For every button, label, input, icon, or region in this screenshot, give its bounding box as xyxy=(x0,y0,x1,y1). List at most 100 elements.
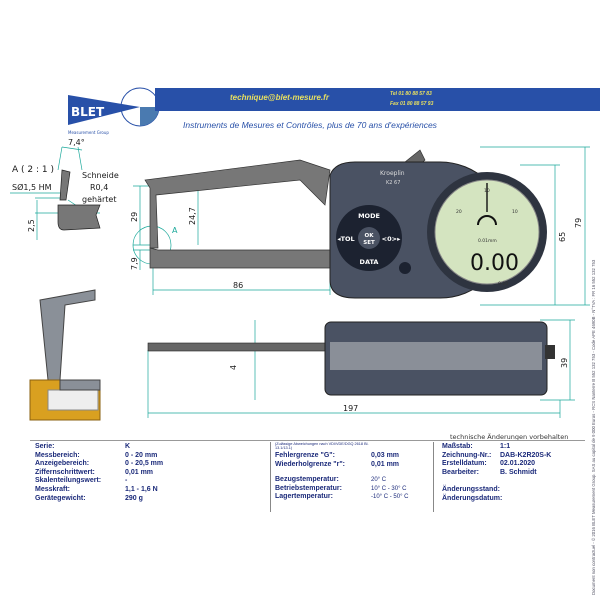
row-label: Zeichnung-Nr.: xyxy=(442,451,492,459)
table-row: Lagertemperatur: -10° C - 50° C xyxy=(275,493,408,502)
technical-drawing: 7,4° A ( 2 : 1 ) SØ1,5 HM Schneide R0,4 … xyxy=(10,138,590,421)
table-row: Wiederholgrenze "r": 0,01 mm xyxy=(275,461,399,470)
table-row: Änderungsdatum: xyxy=(442,494,503,504)
table-row: Betriebstemperatur: 10° C - 30° C xyxy=(275,485,408,494)
svg-text:197: 197 xyxy=(343,404,358,413)
svg-text:10: 10 xyxy=(512,209,518,215)
row-value: 1,1 - 1,6 N xyxy=(125,485,158,493)
table-row: Fehlergrenze "G": 0,03 mm xyxy=(275,452,399,461)
legal-vertical-text: Document non contractuel - © 2016 BLET M… xyxy=(591,259,596,595)
zero-button[interactable]: <0>▸ xyxy=(382,235,401,243)
svg-text:R0,4: R0,4 xyxy=(90,183,108,192)
row-label: Serie: xyxy=(35,443,55,450)
row-label: Fehlergrenze "G": xyxy=(275,452,335,459)
email-link[interactable]: technique@blet-mesure.fr xyxy=(230,93,329,102)
norm-note: (Zulässige Abweichungen nach VDI/VDE/DGQ… xyxy=(275,442,369,450)
svg-text:29: 29 xyxy=(130,212,139,222)
row-value: 20° C xyxy=(371,477,387,483)
table-row: Anzeigebereich: 0 - 20,5 mm xyxy=(35,460,163,469)
table-row: Zeichnung-Nr.: DAB-K2R20S-K xyxy=(442,452,551,461)
row-label: Maßstab: xyxy=(442,443,473,450)
svg-text:SET: SET xyxy=(363,240,375,246)
svg-text:4: 4 xyxy=(229,365,238,370)
row-value: 1:1 xyxy=(500,443,511,450)
table-row: Messbereich:0 - 20 mm xyxy=(35,452,163,461)
row-label: Wiederholgrenze "r": xyxy=(275,460,345,468)
table-row: Ziffernschrittwert: 0,01 mm xyxy=(35,469,163,478)
svg-text:0.01mm: 0.01mm xyxy=(478,238,497,244)
row-label: Bearbeiter: xyxy=(442,468,479,476)
table-row: Serie: K xyxy=(35,443,163,452)
svg-text:10: 10 xyxy=(484,188,490,194)
svg-text:0-20: 0-20 xyxy=(498,281,508,287)
row-value: 290 g xyxy=(125,494,143,502)
row-label: Lagertemperatur: xyxy=(275,493,333,501)
svg-text:24,7: 24,7 xyxy=(188,207,197,225)
row-label: Betriebstemperatur: xyxy=(275,484,342,492)
row-label: Skalenteilungswert: xyxy=(35,477,102,485)
row-value: DAB-K2R20S-K xyxy=(500,451,552,459)
row-label: Änderungsdatum: xyxy=(442,494,503,502)
row-value: 0,01 mm xyxy=(371,460,400,468)
revision-note: technische Änderungen vorbehalten xyxy=(450,433,569,441)
tagline: Instruments de Mesures et Contrôles, plu… xyxy=(183,120,437,130)
row-label: Änderungsstand: xyxy=(442,486,500,493)
svg-text:2,5: 2,5 xyxy=(27,219,36,232)
row-value: K xyxy=(125,443,131,450)
row-label: Gerätegewicht: xyxy=(35,494,86,502)
row-label: Ziffernschrittwert: xyxy=(35,468,95,476)
row-label: Bezugstemperatur: xyxy=(275,476,339,483)
svg-text:86: 86 xyxy=(233,281,243,290)
row-value: 0 - 20 mm xyxy=(125,451,158,459)
row-value: - xyxy=(125,477,128,485)
svg-text:39: 39 xyxy=(560,358,569,368)
svg-text:A: A xyxy=(172,226,178,235)
row-label: Messkraft: xyxy=(35,485,71,493)
spec-table-2b: Bezugstemperatur: 20° C Betriebstemperatur… xyxy=(275,476,408,502)
svg-text:65: 65 xyxy=(558,232,567,242)
row-value: 0,03 mm xyxy=(371,452,400,459)
svg-text:Measurement Group: Measurement Group xyxy=(68,130,109,135)
row-label: Anzeigebereich: xyxy=(35,460,90,468)
svg-text:gehärtet: gehärtet xyxy=(82,195,116,204)
table-row: Skalenteilungswert: - xyxy=(35,477,163,486)
spec-table-2: Fehlergrenze "G": 0,03 mm Wiederholgrenze … xyxy=(275,452,399,469)
blet-logo: BLET Measurement Group xyxy=(68,87,160,135)
row-label: Erstelldatum: xyxy=(442,460,487,468)
svg-text:SØ1,5 HM: SØ1,5 HM xyxy=(12,182,52,192)
svg-text:20: 20 xyxy=(456,209,462,215)
table-row: Gerätegewicht: 290 g xyxy=(35,495,163,504)
row-value: 0 - 20,5 mm xyxy=(125,460,164,468)
phone-text: Tel 01 80 88 57 83 xyxy=(390,91,432,97)
svg-text:Kroeplin: Kroeplin xyxy=(380,170,405,177)
tol-button[interactable]: ◂TOL xyxy=(337,235,354,243)
row-value: 0,01 mm xyxy=(125,468,154,476)
ok-set-button[interactable]: OK xyxy=(365,233,375,239)
mode-button[interactable]: MODE xyxy=(358,212,380,220)
row-value: -10° C - 50° C xyxy=(371,494,409,501)
row-value: 10° C - 30° C xyxy=(371,485,407,492)
row-value: B. Schmidt xyxy=(500,468,537,476)
svg-text:A ( 2 : 1 ): A ( 2 : 1 ) xyxy=(12,165,54,175)
table-row: Erstelldatum: 02.01.2020 xyxy=(442,460,551,469)
table-row: Bezugstemperatur: 20° C xyxy=(275,476,408,485)
table-row: Bearbeiter: B. Schmidt xyxy=(442,469,551,478)
table-rule xyxy=(30,440,585,441)
power-button[interactable] xyxy=(399,262,411,274)
header-bar: technique@blet-mesure.fr Tel 01 80 88 57… xyxy=(155,88,600,111)
lcd-reading: 0.00 xyxy=(470,251,519,276)
svg-text:79: 79 xyxy=(574,218,583,228)
data-button[interactable]: DATA xyxy=(360,258,379,266)
svg-text:BLET: BLET xyxy=(71,105,105,119)
row-value: 02.01.2020 xyxy=(500,460,536,468)
svg-text:7,9: 7,9 xyxy=(130,257,139,270)
table-row: Maßstab: 1:1 xyxy=(442,443,551,452)
divider xyxy=(270,442,271,512)
fax-text: Fax 01 80 88 57 93 xyxy=(390,101,434,107)
table-row: Änderungsstand: xyxy=(442,486,500,495)
svg-text:K2 67: K2 67 xyxy=(386,180,400,186)
svg-text:Schneide: Schneide xyxy=(82,171,119,180)
svg-text:7,4°: 7,4° xyxy=(68,138,85,147)
